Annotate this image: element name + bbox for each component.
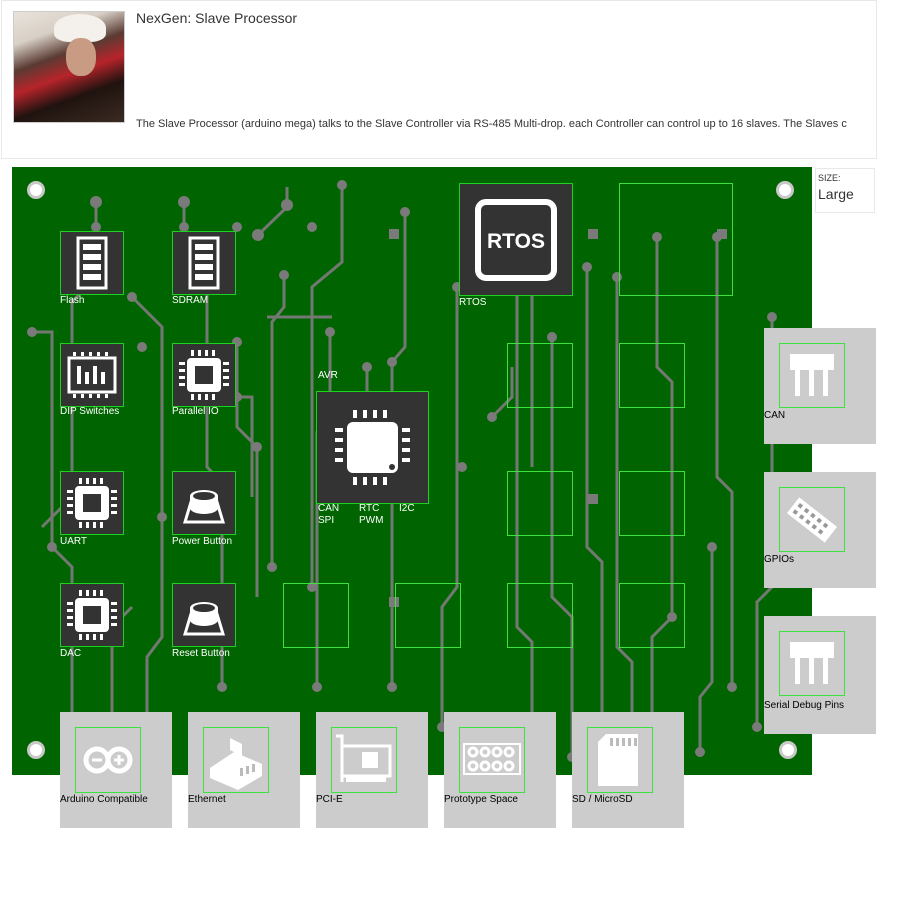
button-icon — [172, 471, 236, 535]
component-label: Parallel IO — [172, 406, 219, 417]
component-label: Flash — [60, 295, 85, 306]
size-value: Large — [818, 186, 854, 202]
side-panel-serial-debug[interactable]: Serial Debug Pins — [764, 616, 876, 734]
page-title: NexGen: Slave Processor — [136, 10, 298, 26]
bottom-panel-prototype[interactable]: Prototype Space — [444, 712, 556, 828]
processor-icon — [316, 391, 429, 504]
rtos-icon-text: RTOS — [487, 230, 545, 253]
mounting-hole-bottom-left — [27, 741, 45, 759]
circuit-board: Flash SDRAM RTOS RTOS DIP Switches Paral… — [12, 167, 812, 775]
memory-icon — [172, 231, 236, 295]
avr-feature-pwm: PWM — [359, 515, 384, 526]
avr-feature-can: CAN — [318, 503, 340, 514]
component-label: Reset Button — [172, 648, 230, 659]
mounting-hole-top-right — [776, 181, 794, 199]
bottom-panel-pcie[interactable]: PCI-E — [316, 712, 428, 828]
component-label: Power Button — [172, 536, 233, 547]
sd-card-icon — [587, 727, 653, 793]
component-label: DAC — [60, 648, 82, 659]
panel-label: Ethernet — [188, 794, 226, 805]
side-panel-gpios[interactable]: GPIOs — [764, 472, 876, 588]
component-label: AVR — [318, 370, 338, 381]
bottom-panel-arduino[interactable]: Arduino Compatible — [60, 712, 172, 828]
empty-slot[interactable] — [283, 583, 349, 648]
perfboard-icon — [459, 727, 525, 793]
avr-feature-spi: SPI — [318, 515, 335, 526]
mounting-hole-bottom-right — [779, 741, 797, 759]
component-label: UART — [60, 536, 88, 547]
gpio-header-icon — [779, 487, 845, 552]
side-panel-can[interactable]: CAN — [764, 328, 876, 444]
node-header: NexGen: Slave Processor The Slave Proces… — [1, 0, 877, 159]
empty-slot[interactable] — [619, 471, 685, 536]
avatar-hat — [54, 14, 106, 42]
mounting-hole-top-left — [27, 181, 45, 199]
arduino-icon — [75, 727, 141, 793]
dip-switch-icon — [60, 343, 124, 407]
avatar-face — [66, 38, 96, 76]
chip-icon — [60, 471, 124, 535]
panel-label: Serial Debug Pins — [764, 700, 845, 711]
empty-slot[interactable] — [619, 183, 733, 296]
empty-slot[interactable] — [619, 583, 685, 648]
node-description: The Slave Processor (arduino mega) talks… — [136, 118, 847, 130]
bottom-panel-ethernet[interactable]: Ethernet — [188, 712, 300, 828]
size-label: SIZE: — [818, 173, 841, 183]
bottom-panel-sd[interactable]: SD / MicroSD — [572, 712, 684, 828]
empty-slot[interactable] — [507, 343, 573, 408]
button-icon — [172, 583, 236, 647]
empty-slot[interactable] — [507, 583, 573, 648]
memory-icon — [60, 231, 124, 295]
node-avatar-image — [13, 11, 125, 123]
avr-feature-i2c: I2C — [399, 503, 415, 514]
header-pins-icon — [779, 631, 845, 696]
component-label: DIP Switches — [60, 406, 120, 417]
empty-slot[interactable] — [619, 343, 685, 408]
component-label: SDRAM — [172, 295, 209, 306]
header-pins-icon — [779, 343, 845, 408]
chip-icon — [172, 343, 236, 407]
panel-label: Arduino Compatible — [60, 794, 148, 805]
panel-label: GPIOs — [764, 554, 795, 565]
ethernet-icon — [203, 727, 269, 793]
panel-label: CAN — [764, 410, 786, 421]
component-label: RTOS — [459, 297, 487, 308]
rtos-icon: RTOS — [459, 183, 573, 296]
empty-slot[interactable] — [507, 471, 573, 536]
chip-icon — [60, 583, 124, 647]
empty-slot[interactable] — [395, 583, 461, 648]
size-indicator[interactable]: SIZE: Large — [815, 168, 875, 213]
panel-label: Prototype Space — [444, 794, 518, 805]
panel-label: SD / MicroSD — [572, 794, 633, 805]
avr-feature-rtc: RTC — [359, 503, 380, 514]
panel-label: PCI-E — [316, 794, 343, 805]
pcie-card-icon — [331, 727, 397, 793]
